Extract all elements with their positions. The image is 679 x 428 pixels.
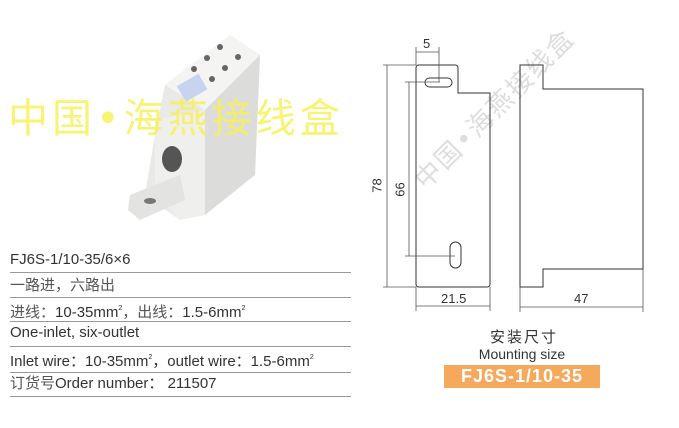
cn-outlet-value: 1.5-6mm xyxy=(182,304,242,321)
product-photo xyxy=(128,35,260,220)
top-slot xyxy=(424,77,453,88)
spec-cn-wire: 进线：10-35mm2，出线：1.5-6mm2 xyxy=(10,299,350,323)
order-number: 211507 xyxy=(167,375,217,392)
watermark-text: 中国•海燕接线盒 xyxy=(8,96,344,142)
divider xyxy=(10,372,351,373)
en-outlet-value: 1.5-6mm xyxy=(250,353,310,370)
divider xyxy=(10,321,351,322)
order-label: Order number： xyxy=(55,375,164,392)
divider xyxy=(10,272,351,273)
dim-slot-label: 5 xyxy=(423,36,431,51)
en-inlet-label: Inlet wire： xyxy=(10,353,86,370)
divider xyxy=(10,346,351,347)
en-outlet-label: ，outlet wire： xyxy=(152,353,251,370)
caption-en: Mounting size xyxy=(478,346,566,362)
sup: 2 xyxy=(241,305,246,312)
spec-cn-desc: 一路进，六路出 xyxy=(10,276,116,294)
divider xyxy=(10,297,351,298)
cn-inlet-label: 进线： xyxy=(10,303,56,321)
cn-outlet-label: ，出线： xyxy=(122,303,183,321)
caption-cn: 安装尺寸 xyxy=(489,328,558,346)
sup: 2 xyxy=(309,354,314,361)
cn-inlet-value: 10-35mm xyxy=(55,304,119,321)
divider xyxy=(10,396,351,397)
bottom-slot xyxy=(449,241,462,269)
dim-depth-label: 47 xyxy=(574,291,589,306)
side-plate-outline xyxy=(415,64,491,288)
spec-en-desc: One-inlet, six-outlet xyxy=(10,324,140,341)
front-view-outline xyxy=(519,64,644,288)
en-inlet-value: 10-35mm xyxy=(85,353,149,370)
order-cn-label: 订货号 xyxy=(10,374,56,392)
sup: 2 xyxy=(118,305,123,312)
sup: 2 xyxy=(148,354,153,361)
dim-width-label: 21.5 xyxy=(441,291,467,306)
spec-order: 订货号Order number： 211507 xyxy=(10,373,350,394)
spec-model: FJ6S-1/10-35/6×6 xyxy=(10,251,131,268)
dim-hole-spacing-label: 66 xyxy=(392,182,408,197)
spec-en-wire: Inlet wire：10-35mm2，outlet wire：1.5-6mm2 xyxy=(10,348,350,372)
model-badge: FJ6S-1/10-35 xyxy=(444,365,600,388)
dim-height-label: 78 xyxy=(369,178,385,193)
